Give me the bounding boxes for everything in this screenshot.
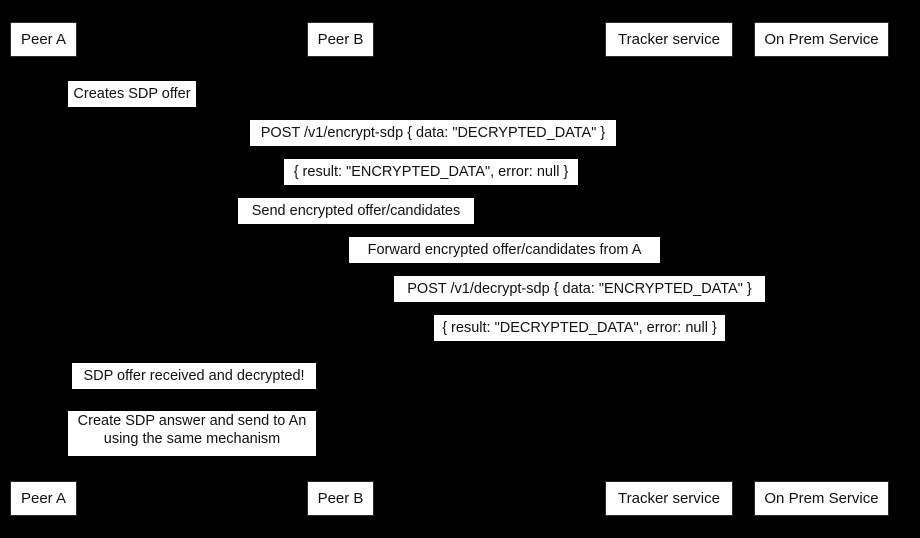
lifeline-tracker [669,57,670,481]
message-label-post-encrypt-sdp: POST /v1/encrypt-sdp { data: "DECRYPTED_… [250,120,616,146]
participant-peer-b-bottom[interactable]: Peer B [307,481,374,516]
message-label-sdp-offer-received: SDP offer received and decrypted! [72,363,316,389]
message-label-send-encrypted-offer: Send encrypted offer/candidates [238,198,474,224]
message-label-forward-encrypted-offer: Forward encrypted offer/candidates from … [349,237,660,263]
participant-tracker-bottom[interactable]: Tracker service [605,481,733,516]
participant-peer-a-bottom[interactable]: Peer A [10,481,77,516]
message-label-decrypt-sdp-result: { result: "DECRYPTED_DATA", error: null … [434,315,725,341]
participant-peer-a-top[interactable]: Peer A [10,22,77,57]
lifeline-peer-b [340,57,341,481]
message-label-post-decrypt-sdp: POST /v1/decrypt-sdp { data: "ENCRYPTED_… [394,276,765,302]
participant-on-prem-top[interactable]: On Prem Service [754,22,889,57]
message-label-encrypt-sdp-result: { result: "ENCRYPTED_DATA", error: null … [284,159,578,185]
participant-tracker-top[interactable]: Tracker service [605,22,733,57]
message-label-creates-sdp-offer: Creates SDP offer [68,81,196,107]
participant-peer-b-top[interactable]: Peer B [307,22,374,57]
lifeline-on-prem [821,57,822,481]
participant-on-prem-bottom[interactable]: On Prem Service [754,481,889,516]
lifeline-peer-a [43,57,44,481]
message-label-create-sdp-answer: Create SDP answer and send to An using t… [68,411,316,456]
